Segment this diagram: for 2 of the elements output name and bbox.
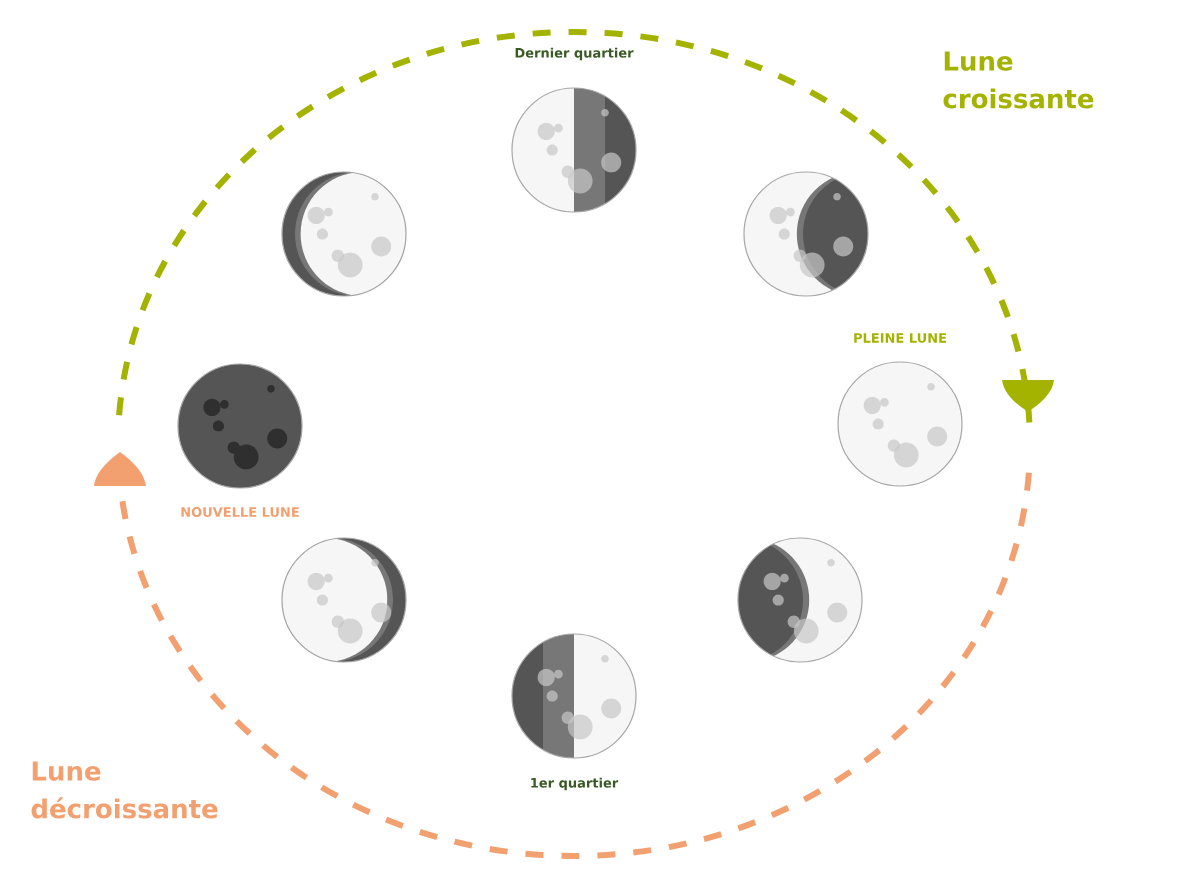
phase-label: Lune décroissante — [31, 761, 218, 819]
phase-label: Lune croissante — [943, 51, 1094, 109]
